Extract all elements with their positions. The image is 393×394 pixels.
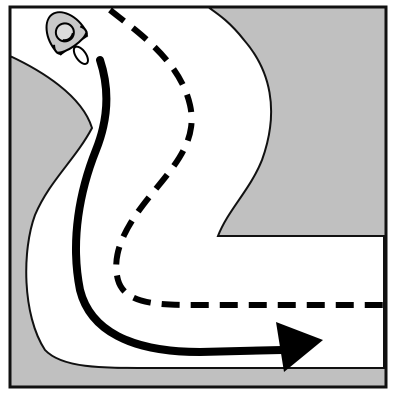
road-diagram-svg (0, 0, 393, 394)
road-diagram (0, 0, 393, 394)
